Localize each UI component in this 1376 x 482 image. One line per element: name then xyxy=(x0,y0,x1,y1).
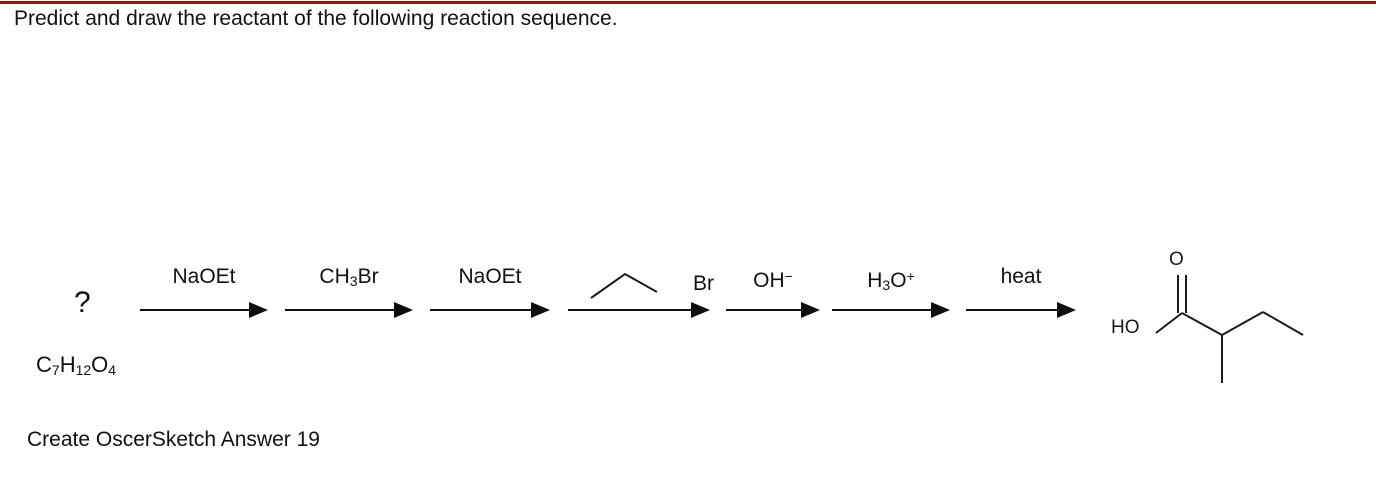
reaction-arrow-head-7 xyxy=(1057,302,1076,318)
formula-h: H xyxy=(59,352,76,377)
answer-footer-label: Create OscerSketch Answer 19 xyxy=(27,428,320,451)
reagent-label-naoet-1: NaOEt xyxy=(172,265,236,288)
hydronium-count: 3 xyxy=(882,277,891,293)
reaction-arrow-head-1 xyxy=(249,302,268,318)
ch3br-count: 3 xyxy=(349,273,358,289)
product-carbonyl-oxygen-label: O xyxy=(1169,249,1184,270)
reaction-arrow-head-3 xyxy=(531,302,550,318)
hydronium-o: O xyxy=(890,269,907,292)
reaction-step-2: CH3Br xyxy=(285,110,413,318)
hydronium-charge: + xyxy=(906,268,915,284)
reaction-arrow-head-5 xyxy=(801,302,820,318)
product-structure-2-methylbutanoic-acid: O HO xyxy=(1104,235,1344,400)
formula-c: C xyxy=(36,352,52,377)
reagent-label-hydronium: H3O+ xyxy=(832,265,950,297)
ch3br-ch: CH xyxy=(319,265,350,288)
reaction-arrow-shaft-4 xyxy=(568,309,694,311)
formula-c-count: 7 xyxy=(51,362,60,378)
reaction-step-7: heat xyxy=(966,110,1076,318)
hydroxide-charge: − xyxy=(784,268,793,284)
reaction-arrow-head-2 xyxy=(394,302,413,318)
formula-h-count: 12 xyxy=(75,362,92,378)
reaction-arrow-head-4 xyxy=(691,302,710,318)
reagent-structure-bromopropane xyxy=(568,258,714,304)
reaction-arrow-shaft-6 xyxy=(832,309,934,311)
reaction-step-6: H3O+ xyxy=(832,110,950,318)
reactant-molecular-formula: C7H12O4 xyxy=(36,353,116,382)
question-prompt: Predict and draw the reactant of the fol… xyxy=(14,7,618,30)
reagent-label-hydroxide: OH− xyxy=(726,265,820,292)
reaction-step-4: Br xyxy=(568,110,714,318)
unknown-reactant-symbol: ? xyxy=(74,286,91,319)
reagent-label-bromine: Br xyxy=(693,272,714,295)
reaction-arrow-head-6 xyxy=(931,302,950,318)
reaction-step-1: NaOEt xyxy=(140,110,268,318)
reaction-step-5: OH− xyxy=(726,110,820,318)
reagent-label-naoet-2: NaOEt xyxy=(458,265,522,288)
reaction-arrow-shaft-1 xyxy=(140,309,252,311)
reagent-label-heat: heat xyxy=(1000,265,1042,288)
reaction-arrow-shaft-3 xyxy=(430,309,534,311)
product-hydroxyl-label: HO xyxy=(1111,317,1140,338)
formula-o: O xyxy=(91,352,109,377)
reaction-step-3: NaOEt xyxy=(430,110,550,318)
reaction-arrow-shaft-2 xyxy=(285,309,397,311)
ch3br-br: Br xyxy=(357,265,379,288)
reaction-arrow-shaft-7 xyxy=(966,309,1060,311)
formula-o-count: 4 xyxy=(108,362,117,378)
hydroxide-oh: OH xyxy=(753,269,785,292)
reaction-scheme: ? C7H12O4 NaOEt CH3Br NaOEt Br xyxy=(0,110,1376,383)
hydronium-h: H xyxy=(867,269,883,292)
reaction-arrow-shaft-5 xyxy=(726,309,804,311)
reagent-label-ch3br: CH3Br xyxy=(285,265,413,293)
top-divider-rule xyxy=(0,1,1376,4)
